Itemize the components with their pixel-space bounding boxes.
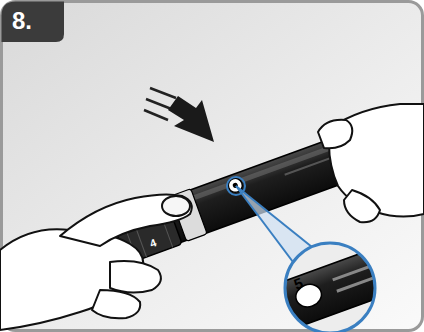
step-tab bbox=[2, 2, 65, 43]
zoom-circle bbox=[247, 240, 414, 332]
left-hand bbox=[0, 194, 192, 330]
press-arrow bbox=[144, 88, 214, 142]
step-number: 8. bbox=[12, 9, 32, 33]
zoom-leader bbox=[227, 177, 312, 262]
right-hand bbox=[318, 104, 424, 222]
